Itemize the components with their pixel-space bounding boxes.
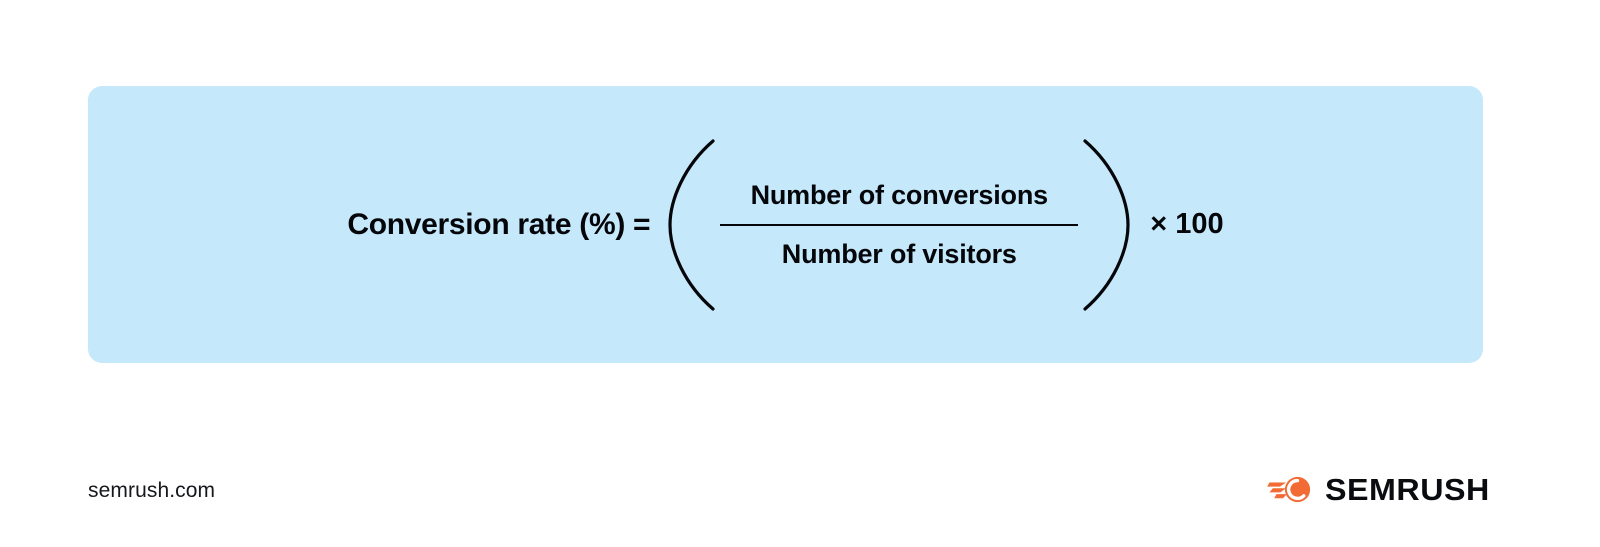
fraction-numerator: Number of conversions [750,179,1049,210]
fraction: Number of conversions Number of visitors [718,179,1080,269]
left-parenthesis-icon [666,138,718,312]
conversion-rate-equation: Conversion rate (%) = Number of conversi… [88,86,1483,363]
parenthesised-fraction: Number of conversions Number of visitors [666,138,1132,312]
fraction-bar [720,223,1079,226]
fraction-denominator: Number of visitors [781,238,1017,269]
semrush-logo: SEMRUSH [1266,473,1490,506]
right-parenthesis-icon [1080,138,1132,312]
formula-panel: Conversion rate (%) = Number of conversi… [88,86,1483,363]
semrush-comet-icon [1266,473,1312,506]
equation-left-label: Conversion rate (%) = [347,207,651,241]
semrush-wordmark: SEMRUSH [1325,472,1491,507]
equation-multiplier: × 100 [1150,208,1224,240]
source-url-label: semrush.com [88,479,216,502]
